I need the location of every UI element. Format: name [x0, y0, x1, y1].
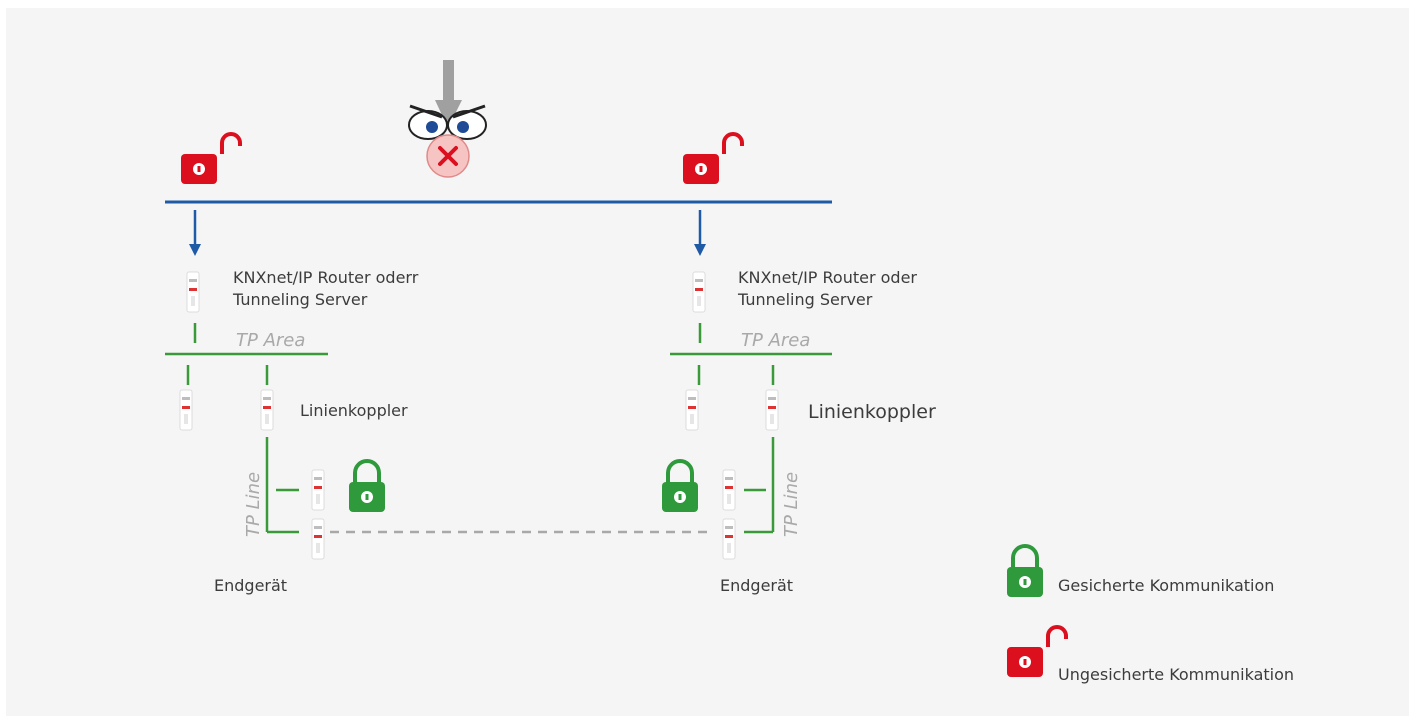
- line-coupler-device-icon: [765, 389, 779, 431]
- end-device-icon: [722, 469, 736, 511]
- right-coupler-label: Linienkoppler: [808, 401, 936, 423]
- left-tp-area-label: TP Area: [236, 330, 305, 351]
- right-end-device-label: Endgerät: [720, 576, 793, 595]
- arrow-down-icon: [694, 210, 706, 256]
- right-tp-area-label: TP Area: [741, 330, 810, 351]
- left-end-device-label: Endgerät: [214, 576, 287, 595]
- right-tp-line-label: TP Line: [781, 472, 802, 537]
- right-router-label-line1: KNXnet/IP Router oder: [738, 268, 917, 287]
- left-coupler-label: Linienkoppler: [300, 401, 408, 420]
- legend-unsecured-label: Ungesicherte Kommunikation: [1058, 665, 1294, 684]
- knx-router-device-icon: [692, 271, 706, 313]
- left-tp-line-label: TP Line: [243, 472, 264, 537]
- arrow-down-icon: [189, 210, 201, 256]
- left-router-label-line1: KNXnet/IP Router oderr: [233, 268, 419, 287]
- area-device-icon: [179, 389, 193, 431]
- lock-closed-icon: [660, 459, 700, 514]
- lock-open-icon: [179, 132, 242, 186]
- knx-router-device-icon: [186, 271, 200, 313]
- legend-lock-closed-icon: [1005, 544, 1045, 599]
- right-router-label-line2: Tunneling Server: [737, 290, 873, 309]
- line-coupler-device-icon: [260, 389, 274, 431]
- end-device-icon: [722, 518, 736, 560]
- diagram-canvas: KNXnet/IP Router oderr Tunneling Server …: [6, 8, 1409, 716]
- end-device-icon: [311, 518, 325, 560]
- lock-closed-icon: [347, 459, 387, 514]
- legend-secured-label: Gesicherte Kommunikation: [1058, 576, 1274, 595]
- attacker-angry-face-icon: [408, 60, 487, 178]
- end-device-icon: [311, 469, 325, 511]
- lock-open-icon: [681, 132, 744, 186]
- left-router-label-line2: Tunneling Server: [232, 290, 368, 309]
- area-device-icon: [685, 389, 699, 431]
